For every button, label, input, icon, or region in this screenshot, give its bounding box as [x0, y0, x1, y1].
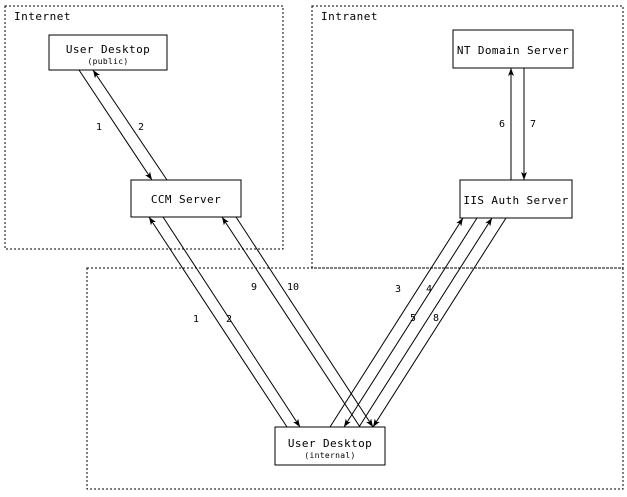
flow-step-label-flow-8-iis-to-internal: 8 — [433, 313, 439, 324]
flow-step-label-flow-2-ccm-to-public: 2 — [138, 122, 144, 133]
flow-arrow-flow-3-internal-to-iis — [329, 217, 464, 428]
flow-step-label-flow-10-ccm-to-internal: 10 — [287, 282, 299, 293]
zone-boundary-internal-lan — [86, 267, 624, 490]
flow-flow-5-internal-to-iis: 5 — [358, 217, 493, 428]
node-box-user-desktop-internal[interactable] — [274, 426, 386, 466]
flow-flow-1-public-to-ccm: 1 — [78, 69, 153, 181]
flow-step-label-flow-3-internal-to-iis: 3 — [395, 284, 401, 295]
node-box-ccm-server[interactable] — [130, 179, 242, 218]
node-title-user-desktop-public: User Desktop — [66, 43, 150, 56]
flow-flow-2-ccm-to-public: 2 — [92, 69, 168, 181]
flow-arrow-flow-8-iis-to-internal — [372, 217, 507, 428]
node-user-desktop-public[interactable]: User Desktop(public) — [48, 34, 168, 71]
flow-step-label-flow-6-iis-to-nt: 6 — [499, 119, 505, 130]
flow-step-label-flow-9-internal-to-ccm: 9 — [251, 282, 257, 293]
zone-label-intranet: Intranet — [321, 10, 378, 23]
flow-flow-10-ccm-to-internal: 10 — [235, 216, 374, 428]
zone-label-internet: Internet — [14, 10, 71, 23]
node-nt-domain-server[interactable]: NT Domain Server — [452, 29, 574, 69]
node-iis-auth-server[interactable]: IIS Auth Server — [459, 179, 573, 219]
node-box-user-desktop-public[interactable] — [48, 34, 168, 71]
flow-arrow-flow-1b-internal-to-ccm — [148, 216, 288, 428]
flow-step-label-flow-2b-ccm-to-internal: 2 — [226, 314, 232, 325]
flow-step-label-flow-7-nt-to-iis: 7 — [530, 119, 536, 130]
flow-arrow-flow-5-internal-to-iis — [358, 217, 493, 428]
node-title-iis-auth-server: IIS Auth Server — [463, 194, 568, 207]
flow-step-label-flow-1-public-to-ccm: 1 — [96, 122, 102, 133]
flow-arrow-flow-9-internal-to-ccm — [221, 216, 361, 428]
flow-flow-8-iis-to-internal: 8 — [372, 217, 507, 428]
node-title-ccm-server: CCM Server — [151, 193, 221, 206]
flow-flow-1b-internal-to-ccm: 1 — [148, 216, 288, 428]
flow-flow-6-iis-to-nt: 6 — [499, 68, 514, 180]
flow-flow-2b-ccm-to-internal: 2 — [162, 216, 301, 428]
flow-arrow-flow-10-ccm-to-internal — [235, 216, 374, 428]
flows-layer: 1 2 1 2 9 10 3 4 5 8 6 7 — [78, 68, 536, 428]
zone-boundary-internet — [4, 5, 284, 250]
flow-step-label-flow-4-iis-to-internal: 4 — [426, 284, 432, 295]
zone-internal-lan — [86, 267, 624, 490]
flow-flow-4-iis-to-internal: 4 — [343, 217, 478, 428]
node-subtitle-user-desktop-public: (public) — [88, 57, 129, 66]
zones-layer: Internet Intranet — [4, 5, 624, 490]
node-title-user-desktop-internal: User Desktop — [288, 437, 372, 450]
flow-flow-3-internal-to-iis: 3 — [329, 217, 464, 428]
node-ccm-server[interactable]: CCM Server — [130, 179, 242, 218]
flow-arrow-flow-2-ccm-to-public — [92, 69, 168, 181]
node-box-iis-auth-server[interactable] — [459, 179, 573, 219]
flow-arrow-flow-4-iis-to-internal — [343, 217, 478, 428]
flow-flow-9-internal-to-ccm: 9 — [221, 216, 361, 428]
node-title-nt-domain-server: NT Domain Server — [457, 44, 569, 57]
node-user-desktop-internal[interactable]: User Desktop(internal) — [274, 426, 386, 466]
flow-arrow-flow-2b-ccm-to-internal — [162, 216, 301, 428]
node-box-nt-domain-server[interactable] — [452, 29, 574, 69]
flow-flow-7-nt-to-iis: 7 — [521, 68, 536, 180]
zone-internet: Internet — [4, 5, 284, 250]
flow-arrow-flow-1-public-to-ccm — [78, 69, 153, 181]
node-subtitle-user-desktop-internal: (internal) — [304, 451, 355, 460]
flow-step-label-flow-1b-internal-to-ccm: 1 — [193, 314, 199, 325]
flow-step-label-flow-5-internal-to-iis: 5 — [410, 313, 416, 324]
